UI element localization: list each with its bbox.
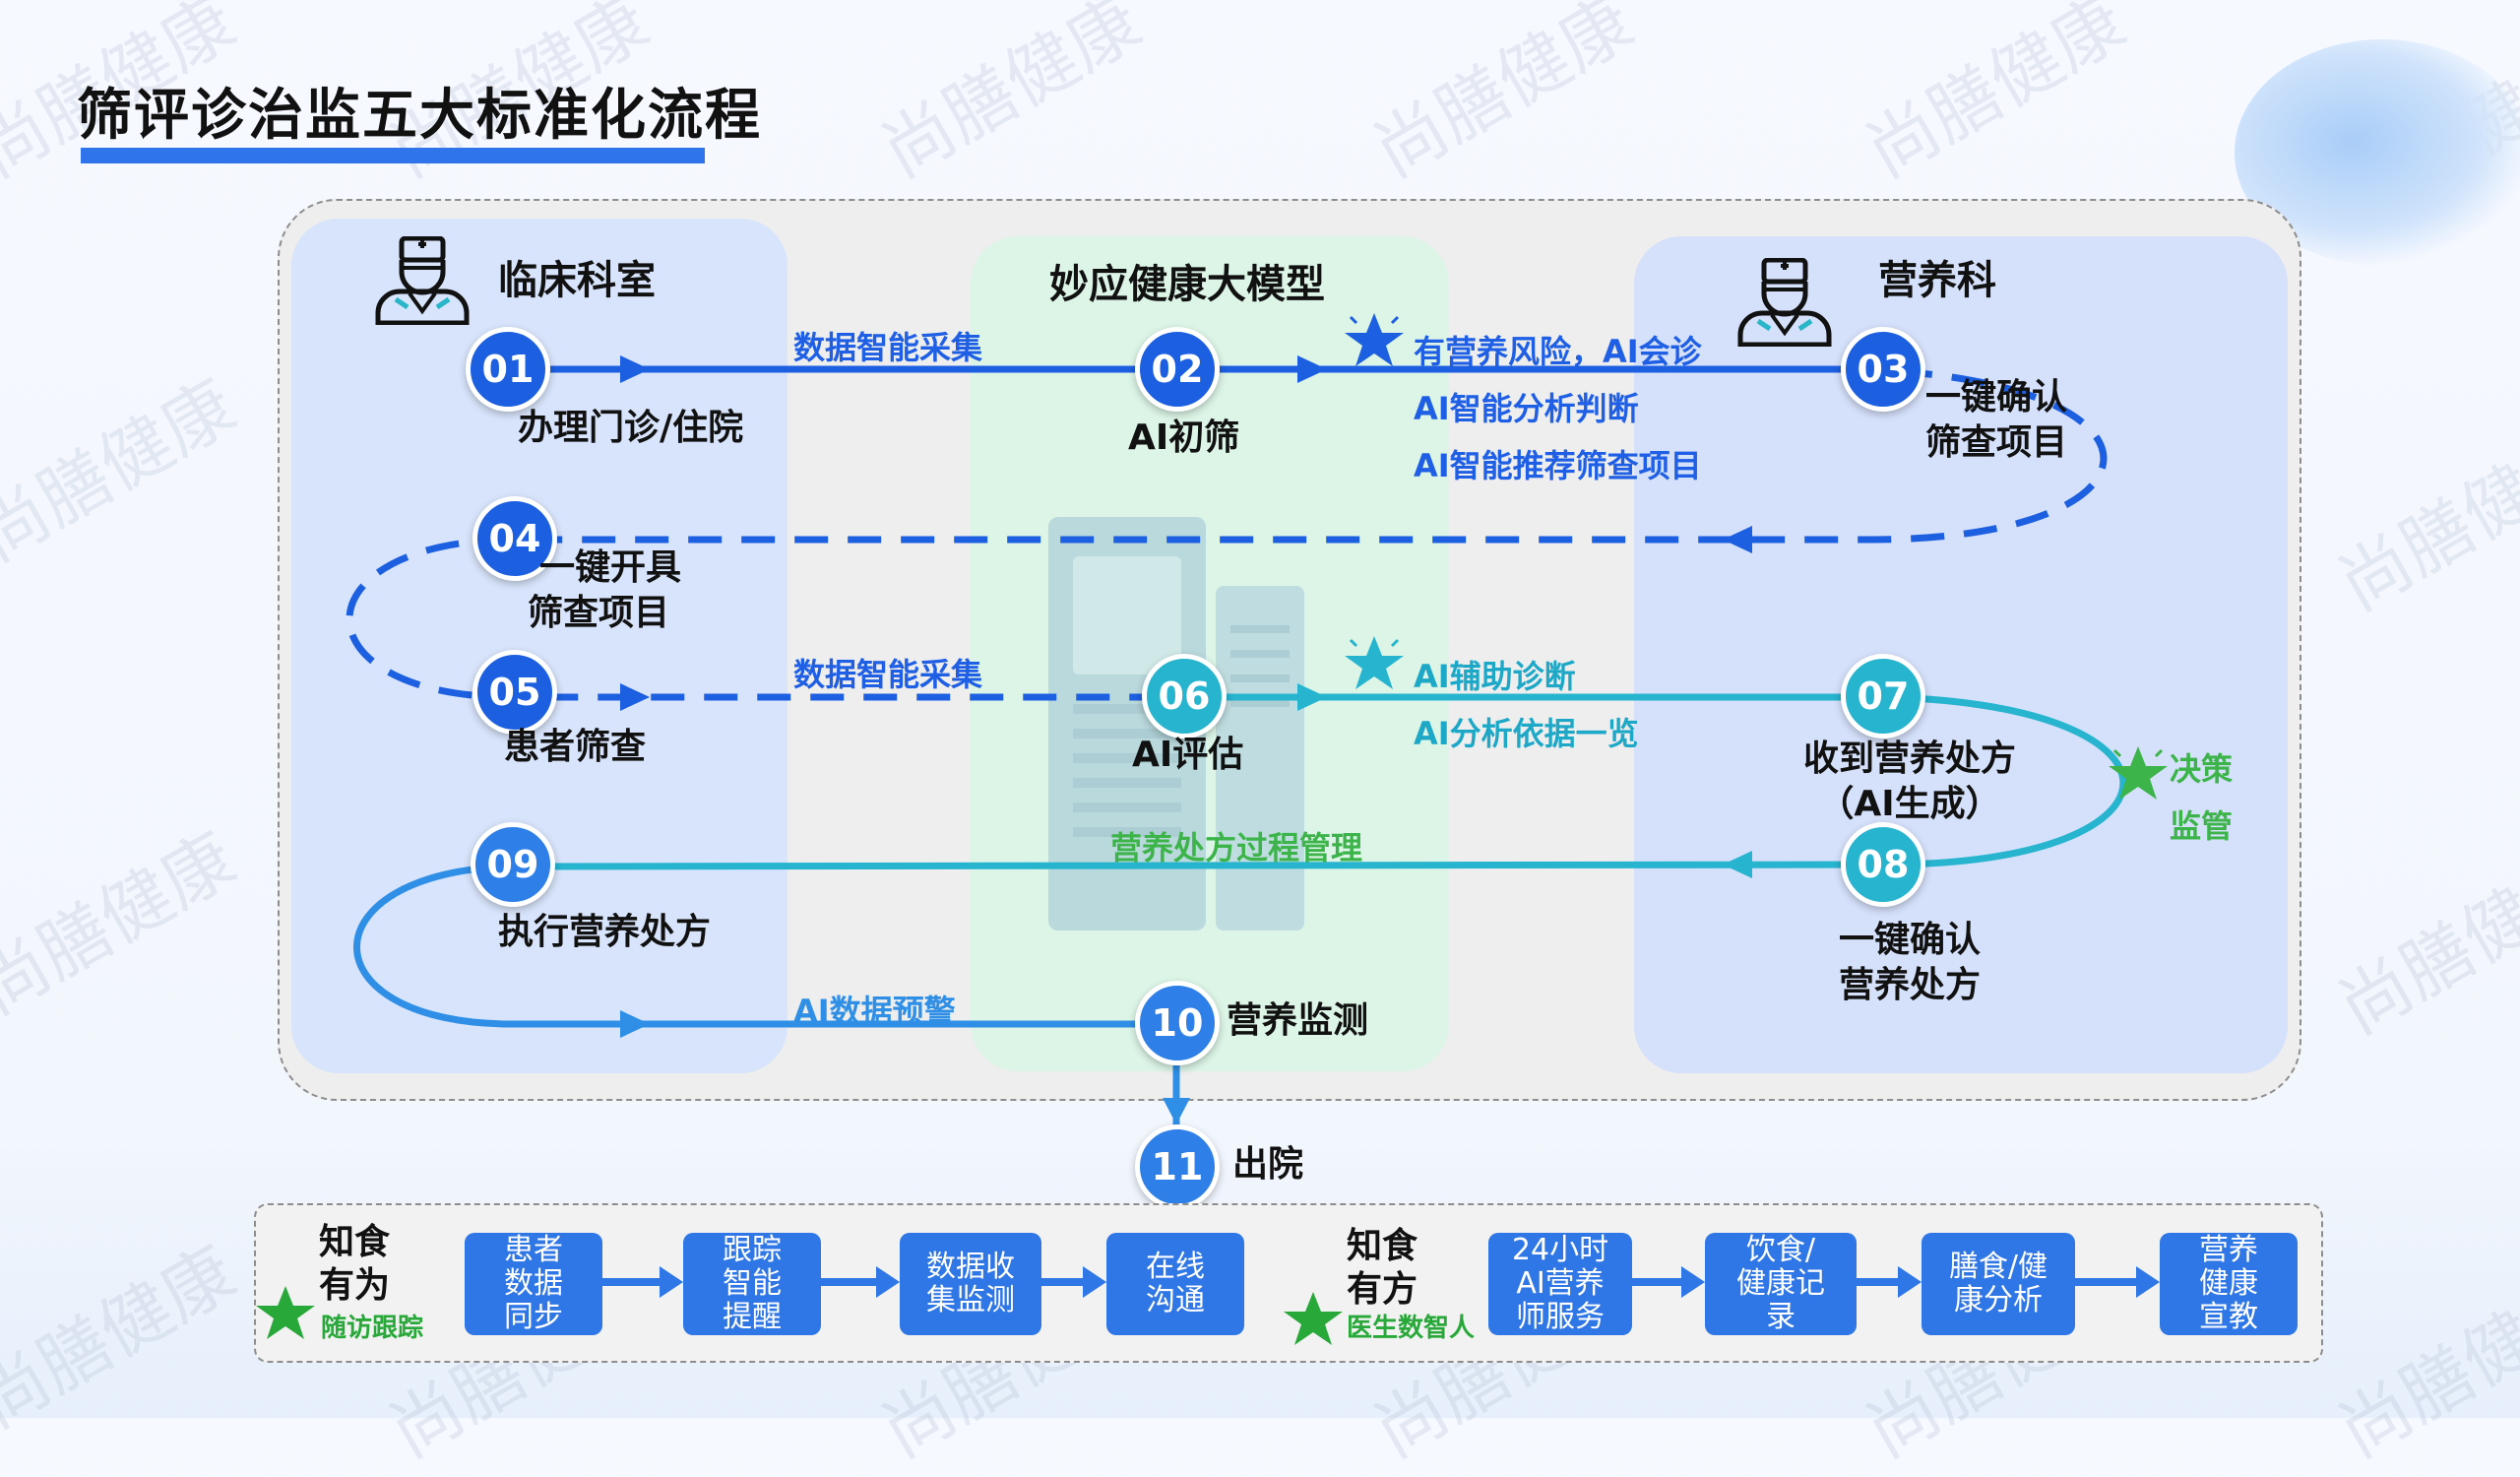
edge-label-collect2: 数据智能采集 <box>793 656 983 693</box>
edge-label-basis: AI分析依据一览 <box>1414 715 1639 752</box>
step-health-education: 营养健康宣教 <box>2160 1233 2298 1335</box>
edge-label-decision1: 决策 <box>2170 750 2234 788</box>
flow-lines <box>346 355 2127 1130</box>
star-icon <box>1345 313 1404 366</box>
page-title: 筛评诊治监五大标准化流程 <box>77 84 762 148</box>
node-06: 06 <box>1142 654 1227 738</box>
node-02-label: AI初筛 <box>1128 417 1240 458</box>
doctor-icon <box>1737 258 1832 347</box>
star-icon <box>2109 746 2168 800</box>
node-10: 10 <box>1135 981 1220 1065</box>
node-11: 11 <box>1135 1124 1220 1209</box>
edge-label-warning: AI数据预警 <box>793 993 956 1030</box>
node-07-label2: （AI生成） <box>1818 784 2001 824</box>
node-08: 08 <box>1841 822 1925 907</box>
node-06-label: AI评估 <box>1132 735 1244 775</box>
node-05: 05 <box>472 650 557 735</box>
group1-title2: 有为 <box>319 1265 391 1306</box>
node-01: 01 <box>466 327 550 412</box>
edge-label-assist: AI辅助诊断 <box>1414 658 1576 695</box>
node-11-label: 出院 <box>1232 1144 1304 1185</box>
title-underline <box>81 148 705 163</box>
panel-title-model: 妙应健康大模型 <box>1049 262 1325 307</box>
panel-title-nutrition: 营养科 <box>1878 258 1996 303</box>
step-diet-record: 饮食/健康记录 <box>1705 1233 1857 1335</box>
node-07: 07 <box>1841 654 1925 738</box>
arrow-right-icon <box>821 1266 900 1298</box>
edge-label-collect1: 数据智能采集 <box>793 329 983 366</box>
step-diet-analysis: 膳食/健康分析 <box>1922 1233 2075 1335</box>
group1-title1: 知食 <box>319 1222 391 1262</box>
node-04-label1: 一键开具 <box>539 547 682 588</box>
edge-label-analyze: AI智能分析判断 <box>1414 390 1639 427</box>
arrow-head <box>1297 683 1327 711</box>
panel-title-clinical: 临床科室 <box>498 258 656 303</box>
arrow-right-icon <box>2075 1266 2160 1298</box>
node-08-label1: 一键确认 <box>1838 920 1981 960</box>
doctor-icon <box>375 236 470 325</box>
edge-label-recommend: AI智能推荐筛查项目 <box>1414 447 1702 484</box>
arrow-right-icon <box>602 1266 683 1298</box>
arrow-head <box>620 355 650 383</box>
node-09-label: 执行营养处方 <box>498 912 712 952</box>
group1-subtitle: 随访跟踪 <box>321 1314 424 1343</box>
arrow-head <box>1163 1098 1190 1124</box>
edge-label-decision2: 监管 <box>2170 807 2234 845</box>
step-data-monitor: 数据收集监测 <box>900 1233 1041 1335</box>
arrow-head <box>620 683 650 711</box>
node-10-label: 营养监测 <box>1227 1000 1369 1041</box>
arrow-head <box>1723 851 1752 878</box>
step-patient-sync: 患者数据同步 <box>465 1233 602 1335</box>
node-02: 02 <box>1135 327 1220 412</box>
group2-subtitle: 医生数智人 <box>1347 1314 1476 1343</box>
node-03: 03 <box>1841 327 1925 412</box>
arrow-right-icon <box>1632 1266 1705 1298</box>
star-icon <box>1345 636 1404 689</box>
node-04-label2: 筛查项目 <box>528 593 670 633</box>
star-icon <box>256 1286 315 1339</box>
edge-label-process: 营养处方过程管理 <box>1110 829 1363 867</box>
arrow-head <box>1723 526 1752 553</box>
star-icon <box>1284 1292 1343 1345</box>
node-03-label2: 筛查项目 <box>1925 422 2068 463</box>
step-online-chat: 在线沟通 <box>1106 1233 1244 1335</box>
group2-title1: 知食 <box>1347 1226 1418 1266</box>
arrow-head <box>620 1010 650 1038</box>
arrow-right-icon <box>1041 1266 1106 1298</box>
arrow-head <box>1297 355 1327 383</box>
node-04: 04 <box>472 496 557 581</box>
node-03-label1: 一键确认 <box>1925 377 2068 417</box>
node-01-label: 办理门诊/住院 <box>518 408 744 448</box>
node-09: 09 <box>471 822 555 907</box>
arrow-right-icon <box>1857 1266 1922 1298</box>
edge-label-risk: 有营养风险，AI会诊 <box>1414 333 1702 370</box>
node-07-label1: 收到营养处方 <box>1802 738 2016 779</box>
server-icon <box>1048 517 1304 931</box>
group2-title2: 有方 <box>1347 1269 1418 1310</box>
node-05-label: 患者筛查 <box>504 727 647 767</box>
step-smart-reminder: 跟踪智能提醒 <box>683 1233 821 1335</box>
node-08-label2: 营养处方 <box>1838 965 1981 1005</box>
